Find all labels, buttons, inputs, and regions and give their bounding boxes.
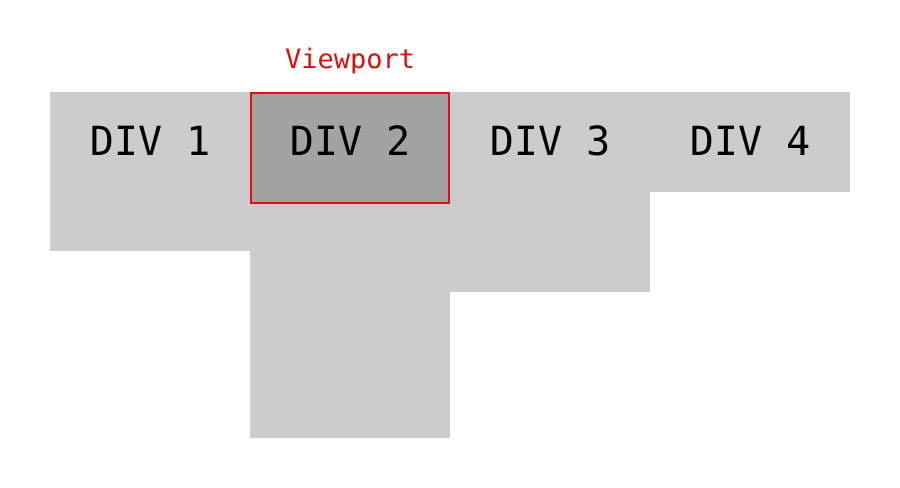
div-1-label: DIV 1: [89, 119, 211, 165]
div-1-panel: DIV 1: [50, 92, 250, 251]
div-2-panel: DIV 2: [250, 92, 450, 438]
div-3-label: DIV 3: [489, 119, 611, 165]
div-4-panel: DIV 4: [650, 92, 850, 192]
viewport-title: Viewport: [284, 44, 416, 75]
viewport-frame: [250, 92, 450, 204]
div-4-label: DIV 4: [689, 119, 811, 165]
div-3-panel: DIV 3: [450, 92, 650, 292]
viewport-highlight: [250, 92, 450, 204]
div-2-label: DIV 2: [289, 119, 411, 165]
